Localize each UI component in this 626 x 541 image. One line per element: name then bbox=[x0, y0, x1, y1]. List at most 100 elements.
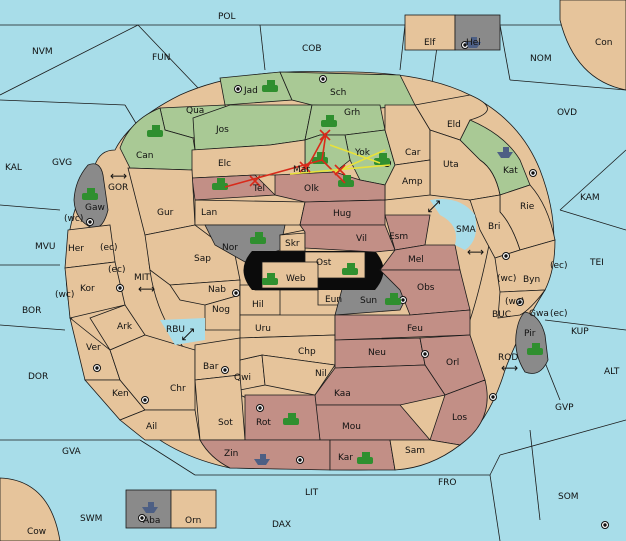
coast-labels: (wc) (ec) (ec) (wc) (wc) (ec) (wc) (ec) bbox=[55, 214, 568, 319]
sea-label: RBU bbox=[166, 325, 185, 335]
coast-label: (wc) bbox=[55, 290, 74, 300]
fleet-unit[interactable] bbox=[465, 37, 481, 48]
region-uta[interactable] bbox=[429, 129, 501, 201]
region-sot[interactable] bbox=[194, 374, 246, 441]
region-mel[interactable] bbox=[379, 244, 461, 271]
land-label: Kor bbox=[80, 284, 95, 294]
sea-label: GVA bbox=[62, 447, 82, 457]
army-unit[interactable] bbox=[283, 413, 299, 425]
strait-arrow: ⟷ bbox=[501, 361, 518, 375]
sea-label: OVD bbox=[557, 108, 577, 118]
coast-label: (ec) bbox=[108, 265, 126, 275]
army-unit[interactable] bbox=[82, 188, 98, 200]
land-label: Obs bbox=[417, 283, 435, 293]
sea-label: LIT bbox=[305, 488, 319, 498]
land-label: Zin bbox=[224, 449, 238, 459]
land-label: Pir bbox=[524, 329, 536, 339]
land-label: Kat bbox=[503, 166, 518, 176]
land-label: Grh bbox=[344, 108, 360, 118]
region-olk[interactable] bbox=[274, 171, 386, 203]
sea-label: MVU bbox=[35, 242, 56, 252]
land-label: Nor bbox=[222, 243, 238, 253]
land-label: Gur bbox=[157, 208, 174, 218]
sea-label: KAM bbox=[580, 193, 600, 203]
coast-label: (wc) bbox=[497, 274, 516, 284]
sea-label: COB bbox=[302, 44, 322, 54]
army-unit[interactable] bbox=[338, 175, 354, 187]
coast-label: (wc) bbox=[505, 297, 524, 307]
region-skr-top[interactable] bbox=[279, 232, 306, 252]
land-label: Jad bbox=[243, 86, 258, 96]
region-elf[interactable] bbox=[404, 14, 456, 51]
army-unit[interactable] bbox=[262, 80, 278, 92]
land-label: Feu bbox=[407, 324, 423, 334]
army-unit[interactable] bbox=[321, 115, 337, 127]
land-label: Uru bbox=[255, 324, 271, 334]
sea-borders bbox=[0, 24, 626, 541]
army-unit[interactable] bbox=[147, 125, 163, 137]
land-label: Aba bbox=[143, 516, 160, 526]
land-label: Vil bbox=[356, 234, 367, 244]
sea-label: SOM bbox=[558, 492, 579, 502]
sea-label: KUP bbox=[571, 327, 589, 337]
land-label: Rie bbox=[520, 202, 535, 212]
sea-label: Cow bbox=[27, 527, 46, 537]
land-label: Elc bbox=[218, 159, 231, 169]
land-label: Amp bbox=[402, 177, 423, 187]
land-label: Jos bbox=[215, 125, 229, 135]
region-kaa[interactable] bbox=[314, 364, 446, 406]
land-label: Mou bbox=[342, 422, 361, 432]
sea-labels: POL NVM FUN COB NOM Con OVD KAL GVG KAM … bbox=[5, 12, 620, 537]
region-ail[interactable] bbox=[119, 409, 201, 441]
army-unit[interactable] bbox=[527, 343, 543, 355]
army-unit[interactable] bbox=[357, 452, 373, 464]
coast-label: (ec) bbox=[100, 243, 118, 253]
land-label: Ark bbox=[117, 322, 133, 332]
land-label: Sap bbox=[194, 254, 211, 264]
sea-label: FUN bbox=[152, 53, 171, 63]
order-crosses bbox=[249, 129, 346, 187]
army-unit[interactable] bbox=[262, 273, 278, 285]
army-unit[interactable] bbox=[250, 232, 266, 244]
land-label: Car bbox=[405, 148, 421, 158]
army-unit[interactable] bbox=[385, 293, 401, 305]
region-eld[interactable] bbox=[414, 94, 488, 141]
land-label: Ost bbox=[316, 258, 332, 268]
region-sam[interactable] bbox=[389, 439, 461, 471]
sea-label: BOR bbox=[22, 306, 41, 316]
region-amp[interactable] bbox=[384, 159, 431, 201]
region-pir[interactable] bbox=[515, 311, 549, 374]
fleet-unit[interactable] bbox=[497, 147, 513, 158]
region-orn[interactable] bbox=[170, 489, 217, 529]
land-label: Uta bbox=[443, 160, 459, 170]
order-line bbox=[329, 144, 381, 164]
sea-label: GVG bbox=[52, 158, 72, 168]
army-unit[interactable] bbox=[342, 263, 358, 275]
land-label: Bri bbox=[488, 222, 500, 232]
land-label: Bar bbox=[203, 362, 219, 372]
sea-label: GOR bbox=[108, 183, 128, 193]
army-unit[interactable] bbox=[212, 178, 228, 190]
region-feu[interactable] bbox=[334, 309, 471, 341]
army-unit[interactable] bbox=[374, 153, 390, 165]
land-label: Neu bbox=[368, 348, 386, 358]
fleet-unit[interactable] bbox=[254, 454, 270, 465]
order-line bbox=[321, 132, 327, 161]
land-label: Mel bbox=[408, 255, 424, 265]
land-label: Sam bbox=[405, 446, 425, 456]
channel-rbu bbox=[160, 318, 205, 345]
land-label: Mar bbox=[293, 165, 310, 175]
fleet-unit[interactable] bbox=[142, 502, 158, 513]
land-label: Nab bbox=[208, 285, 226, 295]
land-label: Qwi bbox=[234, 373, 251, 383]
strait-arrow: ⟷ bbox=[138, 282, 155, 296]
land-label: Byn bbox=[523, 275, 540, 285]
land-label: Hel bbox=[466, 38, 481, 48]
region-vil[interactable] bbox=[299, 224, 396, 253]
coast-label: (ec) bbox=[550, 309, 568, 319]
land-label: Esm bbox=[389, 232, 408, 242]
strait-arrow: ⟷ bbox=[110, 169, 127, 183]
channel-sma bbox=[430, 199, 477, 250]
land-label: Nog bbox=[212, 305, 230, 315]
land-label: Hil bbox=[252, 300, 264, 310]
